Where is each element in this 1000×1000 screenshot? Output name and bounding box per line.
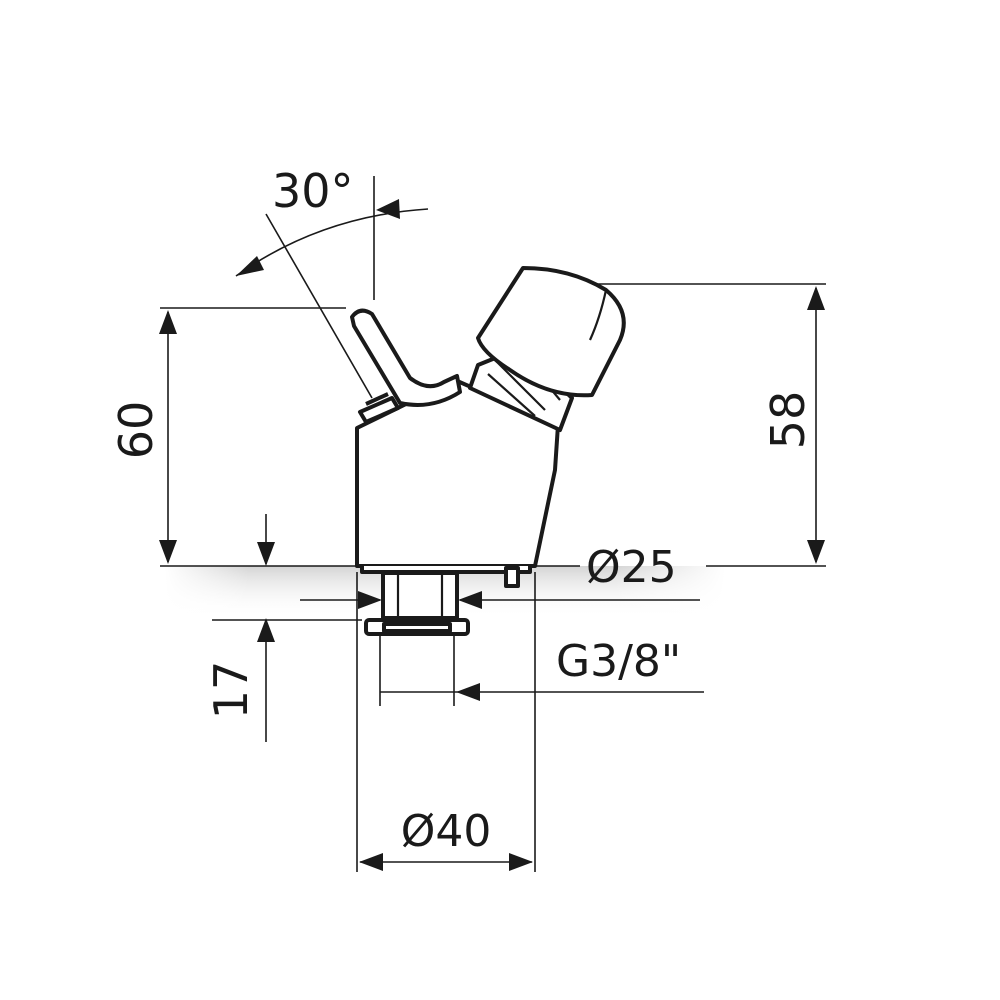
diameter-40-label: Ø40 xyxy=(401,806,492,857)
height-58-dimension: 58 xyxy=(535,283,826,567)
diameter-40-dimension: Ø40 xyxy=(356,572,536,872)
diameter-25-dimension: Ø25 xyxy=(300,542,700,609)
diameter-25-label: Ø25 xyxy=(586,542,677,593)
thread-dimension: G3/8" xyxy=(379,634,704,706)
height-17-dimension: 17 xyxy=(204,514,362,742)
height-17-label: 17 xyxy=(204,661,258,720)
angle-label: 30° xyxy=(272,164,354,218)
angle-dimension: 30° xyxy=(235,164,429,399)
height-60-label: 60 xyxy=(109,401,163,460)
faucet-body xyxy=(350,266,626,636)
height-60-dimension: 60 xyxy=(109,307,356,567)
thread-label: G3/8" xyxy=(556,636,681,687)
height-58-label: 58 xyxy=(761,391,815,450)
